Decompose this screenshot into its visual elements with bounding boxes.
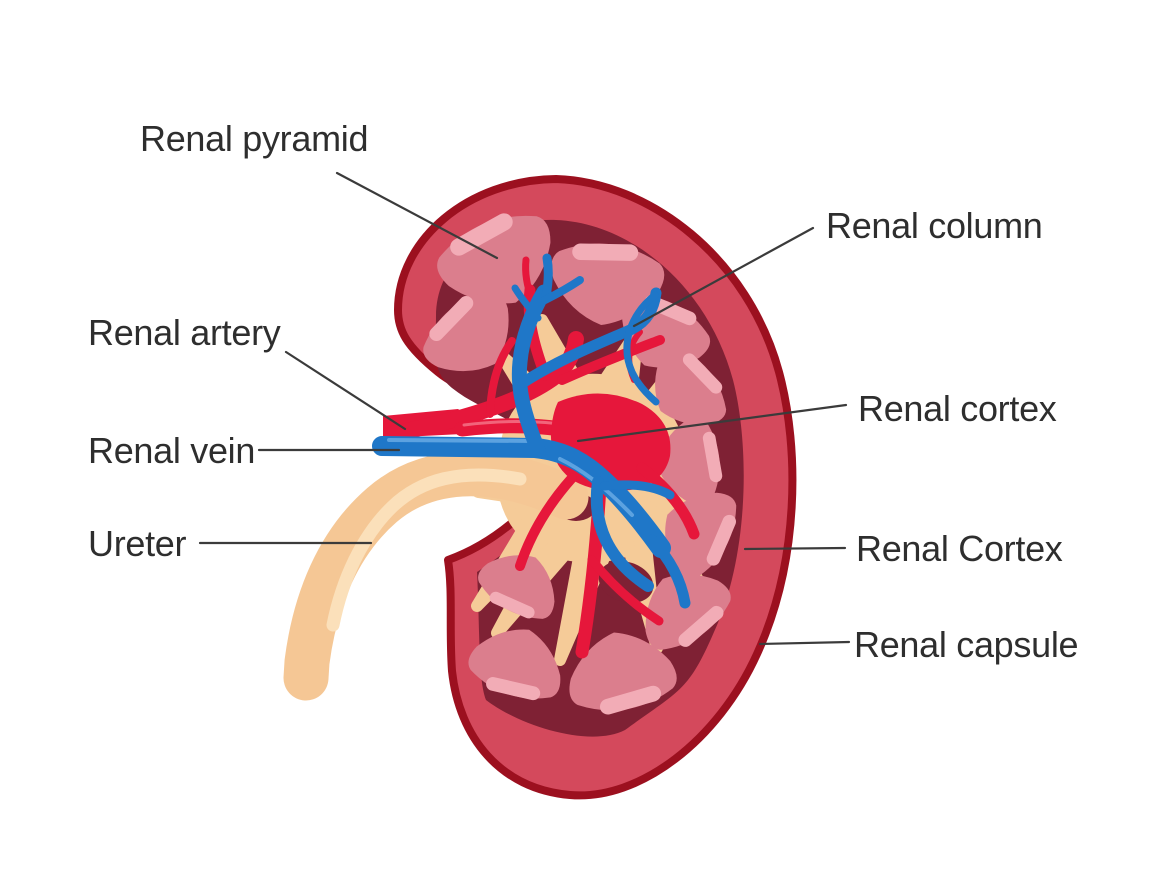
- renal-artery-label: Renal artery: [88, 312, 281, 353]
- ureter-label: Ureter: [88, 523, 187, 564]
- renal-vein-vessels: [372, 253, 691, 609]
- renal-cortex-lower-label: Renal Cortex: [856, 528, 1063, 569]
- renal-capsule-label: Renal capsule: [854, 624, 1078, 665]
- renal-cortex-upper-line: [576, 403, 848, 443]
- renal-cortex-upper-label: Renal cortex: [858, 388, 1057, 429]
- ureter-tube: [283, 451, 589, 701]
- leader-lines: [198, 171, 851, 646]
- renal-pyramid-line: [335, 171, 499, 260]
- renal-column-label: Renal column: [826, 205, 1043, 246]
- labels: Renal pyramid Renal column Renal artery …: [88, 118, 1079, 665]
- renal-column-line: [632, 226, 815, 328]
- renal-pyramid-label: Renal pyramid: [140, 118, 368, 159]
- renal-artery-line: [284, 350, 407, 431]
- renal-vein-label: Renal vein: [88, 430, 255, 471]
- renal-pyramid-shape: [437, 213, 551, 304]
- renal-cortex-lower-line: [743, 546, 847, 551]
- renal-capsule-line: [758, 640, 851, 646]
